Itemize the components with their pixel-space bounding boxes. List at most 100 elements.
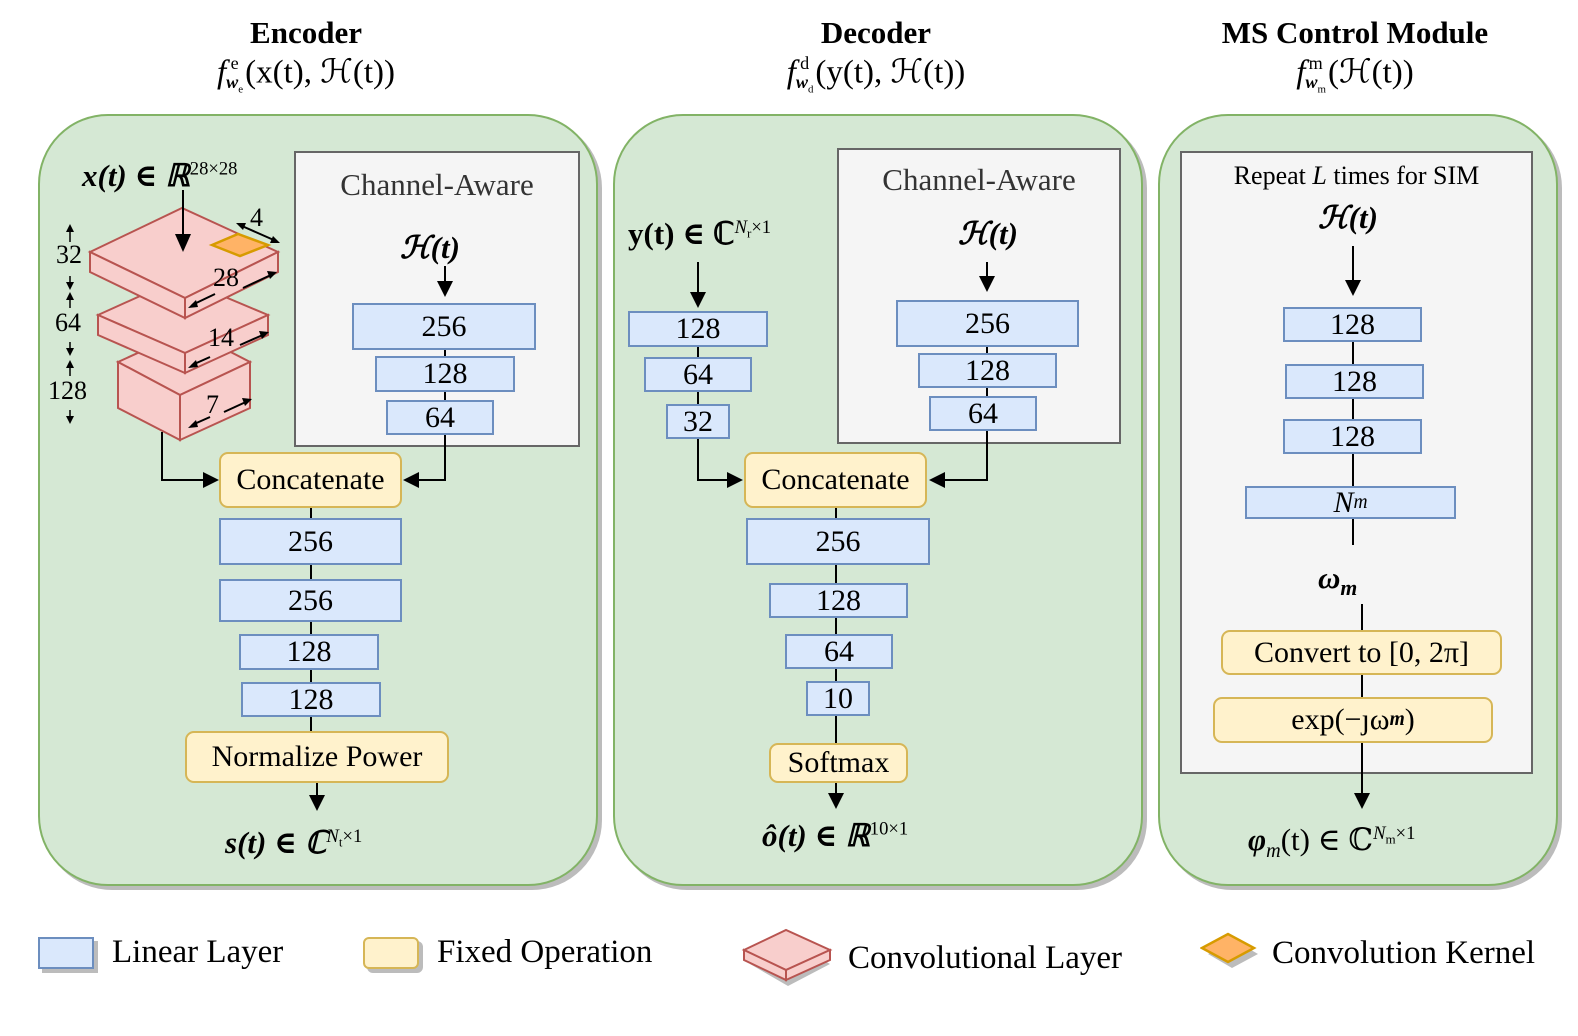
omega-label: ωm: [1318, 560, 1358, 601]
linear-layer: 10: [806, 681, 870, 716]
encoder-ca-input: ℋ(t): [400, 230, 460, 265]
convert-to-range: Convert to [0, 2π]: [1221, 630, 1502, 675]
connector: [310, 670, 312, 682]
connector: [986, 388, 988, 396]
encoder-channel-aware-box: Channel-Aware: [294, 151, 580, 447]
decoder-output-label: ô(t) ∈ ℝ10×1: [762, 818, 909, 853]
encoder-input-label: x(t) ∈ ℝ28×28: [82, 158, 238, 193]
connector: [444, 392, 446, 400]
linear-layer: 64: [929, 396, 1037, 431]
linear-layer: 64: [386, 400, 494, 435]
legend-conv: Convolutional Layer: [740, 928, 1122, 988]
conv-channels-1: 32: [56, 240, 82, 269]
conv-layer-1: [87, 206, 281, 320]
connector: [1361, 743, 1363, 795]
connector: [444, 435, 446, 480]
legend-linear: Linear Layer: [38, 934, 283, 971]
connector: [697, 439, 699, 480]
connector: [444, 266, 446, 284]
linear-layer: 128: [1283, 307, 1422, 342]
kernel-icon: [1200, 932, 1258, 968]
connector: [310, 717, 312, 731]
connector: [986, 262, 988, 278]
formula-args: (ℋ(t)): [1328, 54, 1414, 91]
convolution-kernel: [208, 232, 272, 258]
linear-layer: 256: [219, 518, 402, 565]
linear-layer: 128: [375, 356, 515, 392]
ms-output-label: φm(t) ∈ ℂNm×1: [1248, 822, 1416, 863]
decoder-channel-aware-box: Channel-Aware: [837, 148, 1121, 444]
connector: [697, 392, 699, 404]
connector: [697, 479, 727, 481]
connector: [310, 622, 312, 634]
connector: [1352, 454, 1354, 486]
legend-fixed-label: Fixed Operation: [437, 934, 653, 970]
connector: [835, 716, 837, 743]
arrow-down-icon: [437, 281, 453, 297]
decoder-input-label: y(t) ∈ ℂNr×1: [628, 216, 772, 251]
connector: [444, 350, 446, 356]
linear-layer: 64: [785, 634, 893, 669]
arrow-down-icon: [828, 793, 844, 809]
decoder-ca-input: ℋ(t): [958, 216, 1018, 251]
linear-swatch-icon: [38, 936, 94, 969]
connector: [697, 262, 699, 294]
formula-subsub: d: [807, 83, 814, 96]
arrow-left-icon: [403, 472, 419, 488]
legend-kernel: Convolution Kernel: [1200, 932, 1535, 974]
decoder-title: Decoder: [820, 15, 932, 50]
connector: [418, 479, 446, 481]
linear-layer: 128: [769, 583, 908, 618]
connector: [1352, 399, 1354, 419]
connector: [1352, 519, 1354, 545]
ms-input: ℋ(t): [1318, 200, 1378, 235]
legend-fixed: Fixed Operation: [363, 934, 652, 971]
encoder-title: Encoder: [250, 15, 362, 50]
conv-size-2: 14: [208, 323, 234, 352]
linear-layer: 128: [239, 634, 379, 670]
formula-f: f: [1296, 54, 1306, 91]
connector: [835, 783, 837, 795]
connector: [835, 669, 837, 681]
linear-layer: 128: [1285, 364, 1424, 399]
connector: [1361, 675, 1363, 697]
input-sup: 28×28: [189, 158, 238, 180]
conv-channels-3: 128: [48, 376, 87, 405]
linear-layer: 256: [219, 579, 402, 622]
conv-stack: [66, 190, 281, 442]
output-sup: 10×1: [869, 818, 909, 840]
legend-conv-label: Convolutional Layer: [848, 939, 1123, 976]
connector: [1361, 604, 1363, 630]
encoder-output-label: s(t) ∈ ℂNt×1: [225, 825, 363, 860]
conv-channels-2: 64: [55, 308, 81, 337]
fixed-swatch-icon: [363, 936, 419, 969]
kernel-size-label: 4: [250, 203, 263, 232]
arrow-down-icon: [1345, 280, 1361, 296]
connector: [1352, 342, 1354, 364]
connector: [1352, 246, 1354, 282]
connector: [835, 618, 837, 634]
connector: [697, 347, 699, 357]
arrow-down-icon: [979, 276, 995, 292]
encoder-concatenate: Concatenate: [219, 452, 402, 508]
arrow-down-icon: [1354, 793, 1370, 809]
formula-subsub: m: [1317, 83, 1326, 96]
formula-args: (y(t), ℋ(t)): [815, 54, 966, 91]
formula-sub: w: [226, 72, 239, 93]
arrow-right-icon: [727, 472, 743, 488]
connector: [835, 508, 837, 518]
arrow-down-icon: [309, 795, 325, 811]
formula-args: (x(t), ℋ(t)): [245, 54, 395, 91]
linear-layer: 128: [628, 311, 768, 347]
arrow-right-icon: [203, 472, 219, 488]
connector: [986, 431, 988, 480]
connector: [316, 783, 318, 797]
linear-layer: 64: [644, 357, 752, 392]
repeat-title: Repeat L times for SIM: [1233, 161, 1480, 190]
connector: [944, 479, 988, 481]
arrow-left-icon: [929, 472, 945, 488]
